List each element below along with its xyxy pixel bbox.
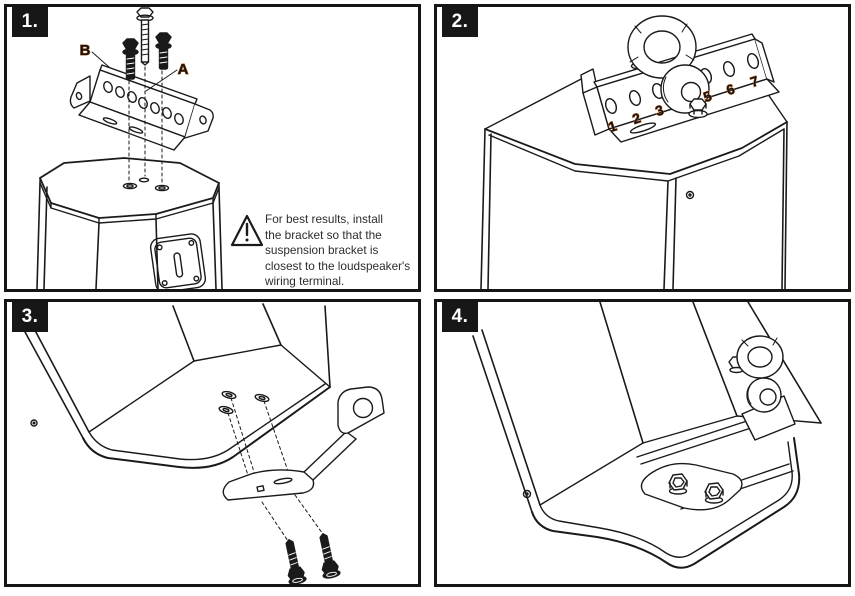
hex-bolt-head [704, 482, 724, 504]
suspension-bracket [69, 64, 214, 151]
step-2-illustration: 1 2 3 5 6 7 [480, 15, 788, 289]
alignment-dashed-lines [227, 397, 326, 545]
bracket-rails [636, 420, 794, 510]
warning-triangle-icon [230, 214, 264, 247]
step-4-illustration [472, 302, 822, 569]
warning-note-line: closest to the loudspeaker's [265, 258, 411, 273]
part-label-a: A [178, 61, 189, 78]
warning-note-line: suspension bracket is [265, 243, 379, 258]
step-4-panel: 4. [434, 299, 851, 587]
hex-bolt-head [668, 473, 688, 495]
warning-note: For best results, install the bracket so… [265, 212, 417, 289]
warning-note-line: wiring terminal. [265, 274, 345, 289]
label-b-leader [91, 51, 110, 68]
step-3-illustration [12, 303, 385, 584]
short-bolt-right [155, 32, 172, 70]
step-4-badge: 4. [442, 302, 478, 332]
eye-bolt-shackle-ring [627, 15, 697, 79]
loudspeaker-bottom [12, 303, 331, 469]
securing-nut [688, 98, 708, 119]
step-1-panel: 1. [4, 4, 421, 292]
alignment-dashed-lines [128, 66, 163, 185]
step-1-illustration: B A [36, 7, 264, 289]
step-3-badge: 3. [12, 302, 48, 332]
warning-note-line: For best results, install [265, 212, 384, 226]
step-3-panel: 3. [4, 299, 421, 587]
mounting-bolt [319, 533, 341, 579]
mounting-bolt [285, 539, 307, 584]
step-1-badge: 1. [12, 7, 48, 37]
warning-note-line: the bracket so that the [265, 227, 382, 242]
loudspeaker-top [36, 157, 223, 289]
step-2-panel: 2. [434, 4, 851, 292]
label-a-leader [145, 69, 178, 92]
eye-bolt [728, 335, 796, 441]
bottom-bracket [222, 386, 385, 501]
bolt-recess [640, 462, 743, 511]
step-2-badge: 2. [442, 7, 478, 37]
part-label-b: B [80, 42, 91, 59]
shackle-ring [736, 335, 784, 379]
wiring-terminal [149, 233, 207, 289]
loudspeaker-top [480, 76, 788, 289]
short-bolt-left [122, 38, 139, 80]
long-bolt [136, 7, 154, 66]
